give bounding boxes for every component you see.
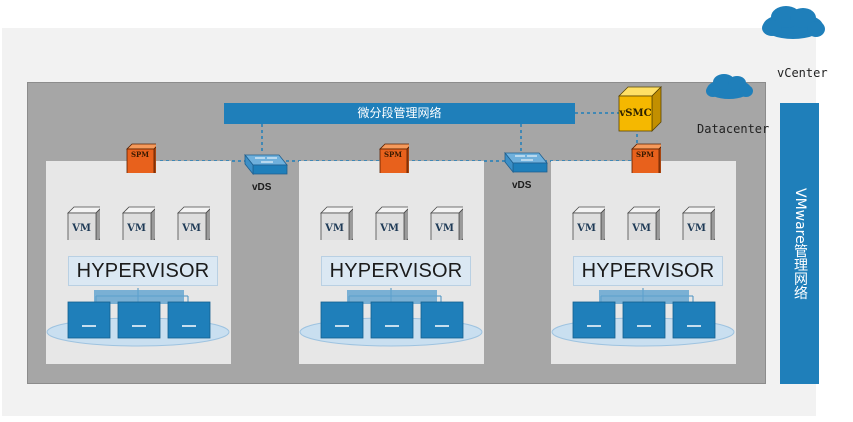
vm-cube-icon xyxy=(320,206,353,240)
vmware-network-label: VMware管理网络 xyxy=(792,187,808,300)
spm-cube-icon-3 xyxy=(631,143,661,173)
vds-label-1: vDS xyxy=(252,182,272,193)
vsmc-cube-icon xyxy=(618,86,662,132)
vm-label: VM xyxy=(435,223,454,234)
spm-cube-icon-1 xyxy=(126,143,156,173)
cloud-icon-vcenter xyxy=(762,6,825,39)
spm-label-3: SPM xyxy=(635,150,655,159)
vm-cube-icon xyxy=(177,206,210,240)
spm-label-2: SPM xyxy=(383,150,403,159)
server-cluster-icon xyxy=(551,288,735,347)
vsmc-label: vSMC xyxy=(619,108,652,119)
vm-cube-icon xyxy=(122,206,155,240)
vm-cube-icon xyxy=(627,206,660,240)
hypervisor-label: HYPERVISOR xyxy=(68,256,218,286)
host-2: VM VM VM HYPERVISOR xyxy=(299,161,484,364)
host-1: VM VM VM HYPERVISOR xyxy=(46,161,231,364)
vm-label: VM xyxy=(577,223,596,234)
vds-switch-icon-1 xyxy=(244,153,288,176)
cloud-icon-datacenter xyxy=(706,74,753,99)
vds-switch-icon-2 xyxy=(504,151,548,174)
vm-label: VM xyxy=(182,223,201,234)
vm-cube-icon xyxy=(682,206,715,240)
vm-cube-icon xyxy=(67,206,100,240)
spm-label-1: SPM xyxy=(130,150,150,159)
vmware-management-network-bar: VMware管理网络 xyxy=(780,103,819,384)
vm-label: VM xyxy=(72,223,91,234)
server-cluster-icon xyxy=(299,288,483,347)
vm-label: VM xyxy=(325,223,344,234)
micro-segmentation-network-bar: 微分段管理网络 xyxy=(224,103,575,124)
vm-label: VM xyxy=(632,223,651,234)
server-cluster-icon xyxy=(46,288,230,347)
host-3: VM VM VM HYPERVISOR xyxy=(551,161,736,364)
vm-cube-icon xyxy=(572,206,605,240)
spm-cube-icon-2 xyxy=(379,143,409,173)
vm-cube-icon xyxy=(375,206,408,240)
vm-label: VM xyxy=(687,223,706,234)
datacenter-label: Datacenter xyxy=(697,122,770,136)
hypervisor-label: HYPERVISOR xyxy=(321,256,471,286)
vm-label: VM xyxy=(127,223,146,234)
vds-label-2: vDS xyxy=(512,180,532,191)
vm-label: VM xyxy=(380,223,399,234)
vm-cube-icon xyxy=(430,206,463,240)
vcenter-label: vCenter xyxy=(777,66,828,80)
hypervisor-label: HYPERVISOR xyxy=(573,256,723,286)
